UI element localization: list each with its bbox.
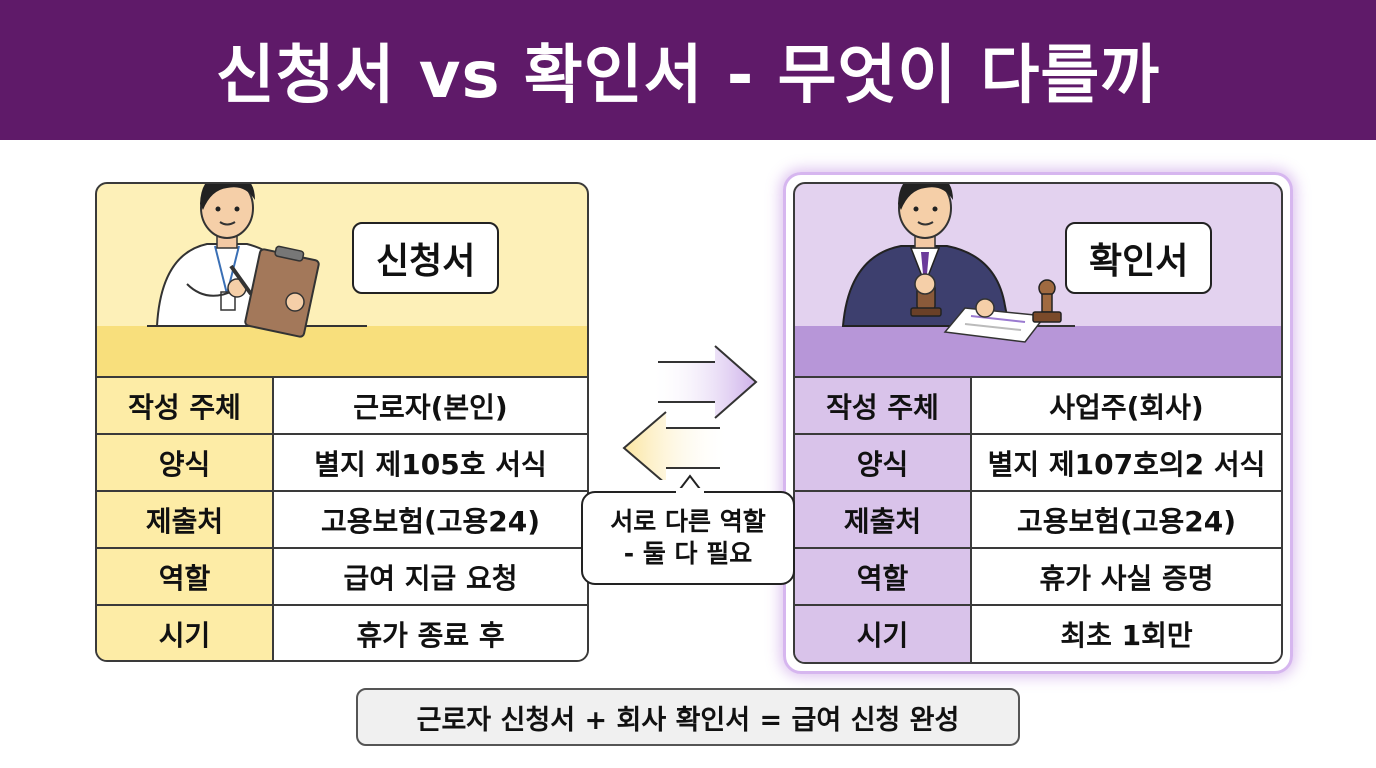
row-value: 고용보험(고용24) [971, 490, 1281, 548]
table-row: 작성 주체 사업주(회사) [795, 376, 1281, 434]
bubble-line-1: 서로 다른 역할 [610, 506, 766, 536]
row-label: 작성 주체 [795, 376, 972, 434]
row-label: 양식 [97, 433, 274, 491]
row-value: 고용보험(고용24) [273, 490, 587, 548]
row-label: 시기 [795, 604, 972, 662]
confirmation-card-glow [783, 172, 1293, 674]
row-value: 최초 1회만 [971, 604, 1281, 662]
application-card: 신청서 작성 주체 근로자(본인) 양식 별지 제105호 서식 제출처 고용보… [95, 182, 589, 662]
table-row: 시기 휴가 종료 후 [97, 604, 587, 660]
summary-box: 근로자 신청서 + 회사 확인서 = 급여 신청 완성 [356, 688, 1020, 746]
table-row: 역할 휴가 사실 증명 [795, 547, 1281, 605]
row-label: 시기 [97, 604, 274, 660]
row-value: 휴가 사실 증명 [971, 547, 1281, 605]
employer-scene: 확인서 [795, 184, 1281, 376]
confirmation-card: 확인서 작성 주체 사업주(회사) 양식 별지 제107호의2 서식 제출처 고… [793, 182, 1283, 664]
summary-text: 근로자 신청서 + 회사 확인서 = 급여 신청 완성 [416, 704, 960, 736]
row-value: 별지 제105호 서식 [273, 433, 587, 491]
row-label: 역할 [795, 547, 972, 605]
table-row: 제출처 고용보험(고용24) [795, 490, 1281, 548]
table-row: 양식 별지 제105호 서식 [97, 433, 587, 491]
table-row: 역할 급여 지급 요청 [97, 547, 587, 605]
table-row: 시기 최초 1회만 [795, 604, 1281, 662]
row-label: 역할 [97, 547, 274, 605]
row-value: 별지 제107호의2 서식 [971, 433, 1281, 491]
employer-stamping-icon [841, 184, 1075, 343]
table-row: 양식 별지 제107호의2 서식 [795, 433, 1281, 491]
row-label: 양식 [795, 433, 972, 491]
row-label: 제출처 [795, 490, 972, 548]
table-row: 제출처 고용보험(고용24) [97, 490, 587, 548]
table-row: 작성 주체 근로자(본인) [97, 376, 587, 434]
confirmation-title: 확인서 [1065, 222, 1213, 294]
page-title: 신청서 vs 확인서 - 무엇이 다를까 [215, 39, 1161, 113]
row-label: 작성 주체 [97, 376, 274, 434]
worker-scene: 신청서 [97, 184, 587, 376]
confirmation-table: 작성 주체 사업주(회사) 양식 별지 제107호의2 서식 제출처 고용보험(… [795, 376, 1281, 662]
row-value: 급여 지급 요청 [273, 547, 587, 605]
exchange-arrows-icon [622, 345, 758, 480]
row-label: 제출처 [97, 490, 274, 548]
role-bubble: 서로 다른 역할 - 둘 다 필요 [581, 491, 795, 585]
application-title: 신청서 [352, 222, 500, 294]
row-value: 휴가 종료 후 [273, 604, 587, 660]
row-value: 근로자(본인) [273, 376, 587, 434]
row-value: 사업주(회사) [971, 376, 1281, 434]
worker-writing-icon [147, 184, 367, 338]
header-banner: 신청서 vs 확인서 - 무엇이 다를까 [0, 0, 1376, 140]
bubble-line-2: - 둘 다 필요 [623, 539, 753, 568]
application-table: 작성 주체 근로자(본인) 양식 별지 제105호 서식 제출처 고용보험(고용… [97, 376, 587, 660]
